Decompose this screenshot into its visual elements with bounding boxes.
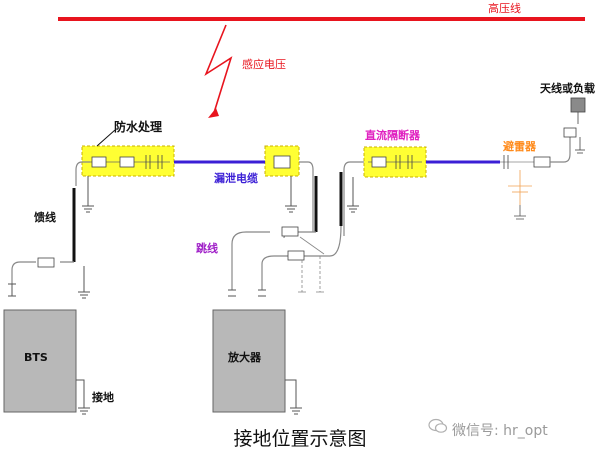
jumper-label: 跳线 — [196, 242, 218, 255]
waterproofing-pointer — [96, 129, 116, 147]
arrester-label: 避雷器 — [503, 140, 536, 153]
feeder-ground — [8, 266, 90, 299]
jumper-connector-2 — [287, 250, 305, 261]
figure-caption: 接地位置示意图 — [233, 428, 367, 450]
antenna-label: 天线或负载 — [540, 82, 595, 95]
jumper-cable-1 — [231, 231, 316, 290]
leaky-cable-label: 漏泄电缆 — [214, 172, 258, 185]
bts-box — [3, 309, 77, 413]
wechat-icon — [428, 418, 448, 433]
amplifier-input-grounds — [228, 289, 266, 297]
cable-mid-to-dc — [299, 161, 314, 232]
waterproofing-label: 防水处理 — [114, 120, 163, 134]
high-voltage-label: 高压线 — [488, 2, 521, 15]
cable-dc-left — [343, 161, 364, 236]
dc-block-label: 直流隔断器 — [365, 129, 420, 142]
jumper-cable-2 — [261, 225, 342, 290]
amplifier-box — [212, 309, 286, 413]
lightning-arrester — [500, 155, 551, 220]
induced-voltage-arrowhead — [208, 108, 219, 118]
jumper-connector-1 — [281, 226, 299, 237]
watermark-text: 微信号: hr_opt — [452, 423, 548, 439]
grounding-label: 接地 — [92, 391, 114, 404]
induced-voltage-bolt — [204, 24, 233, 117]
connector-mid — [273, 155, 291, 169]
dc-block-connector — [368, 155, 422, 169]
feeder-label: 馈线 — [34, 211, 56, 224]
bts-label: BTS — [24, 351, 48, 364]
ground-symbols — [82, 176, 359, 213]
connector-left — [90, 155, 170, 169]
box-grounds — [76, 379, 302, 415]
jumper-ground — [298, 236, 325, 293]
induced-voltage-label: 感应电压 — [242, 58, 286, 71]
feeder-cable — [75, 161, 90, 186]
feeder-connector — [37, 257, 55, 268]
feeder-lower — [11, 261, 74, 284]
antenna — [550, 97, 586, 163]
amplifier-label: 放大器 — [228, 351, 261, 364]
